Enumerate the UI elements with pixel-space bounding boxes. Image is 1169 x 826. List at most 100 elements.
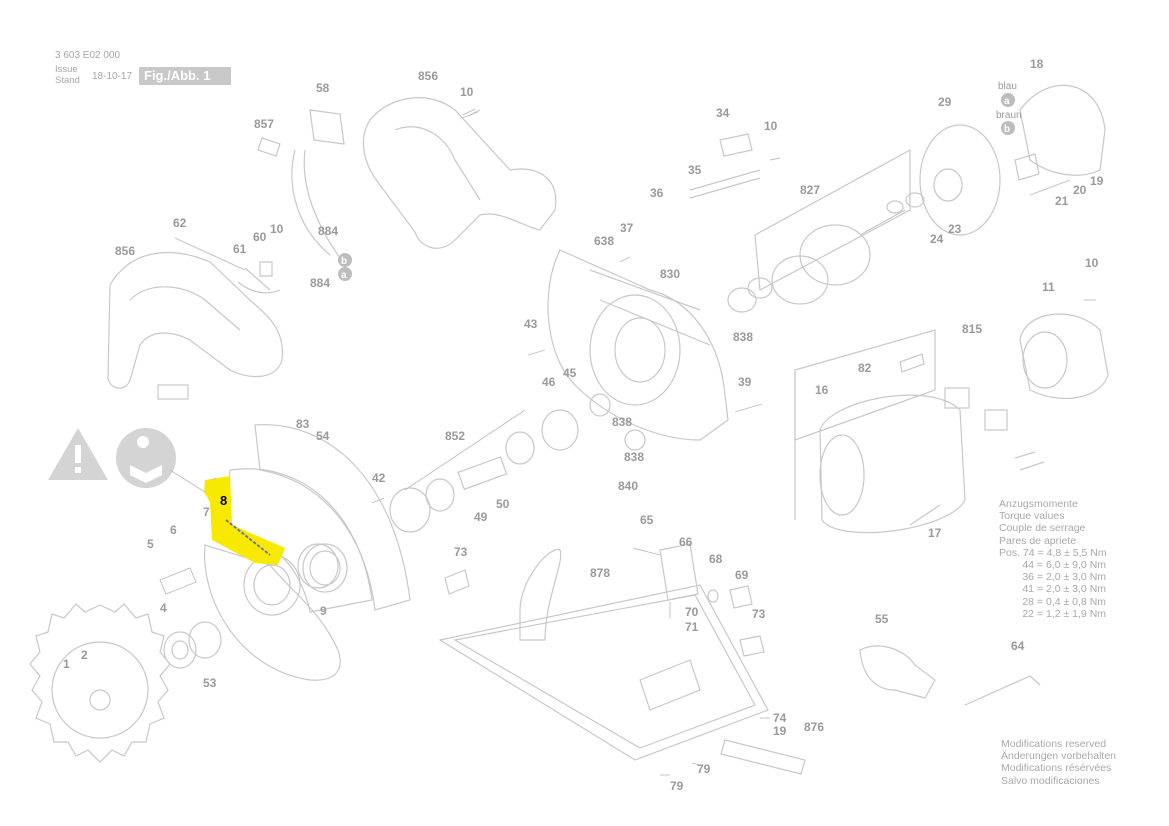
part-label: 838 (612, 415, 632, 429)
part-label: 61 (233, 242, 247, 256)
part-label: 6 (170, 523, 177, 537)
part-label: 29 (938, 95, 952, 109)
torque-row: 36 = 2,0 ± 3,0 Nm (999, 571, 1107, 584)
part-label: 857 (254, 117, 274, 131)
blade-guard (224, 424, 411, 613)
base-plate (438, 543, 806, 775)
part-label: 49 (474, 510, 488, 524)
part-label: 878 (590, 566, 610, 580)
modifications-note: Modifications reserved Änderungen vorbeh… (1001, 738, 1116, 787)
part-label: 79 (670, 779, 684, 793)
torque-row: 41 = 2,0 ± 3,0 Nm (999, 583, 1107, 596)
saw-blade (29, 603, 171, 763)
handle-assembly (107, 109, 345, 400)
highlighted-part-8: 8 (204, 476, 285, 565)
gear-housing (547, 249, 729, 441)
part-label: 4 (160, 601, 167, 615)
part-label: 10 (764, 119, 778, 133)
part-label: 53 (203, 676, 217, 690)
part-label: 36 (650, 186, 664, 200)
modifications-line: Salvo modificaciones (1001, 774, 1100, 787)
torque-title-es: Pares de apriete (999, 534, 1077, 547)
part-label: 58 (316, 81, 330, 95)
torque-title-en: Torque values (999, 510, 1065, 523)
part-label: 852 (445, 429, 465, 443)
part-label: 830 (660, 267, 680, 281)
stand-label: Stand (55, 75, 80, 86)
part-label: 69 (735, 568, 749, 582)
part-label: 19 (1090, 174, 1104, 188)
part-label: 10 (460, 85, 474, 99)
part-label: 62 (173, 216, 187, 230)
part-label: 884 (318, 224, 338, 238)
part-label: 34 (716, 106, 730, 120)
part-label: 70 (685, 605, 699, 619)
part-label: 65 (640, 513, 654, 527)
part-label: 18 (1030, 57, 1044, 71)
part-label: 43 (524, 317, 538, 331)
part-label: 46 (542, 375, 556, 389)
part-label: 60 (253, 230, 267, 244)
torque-title-fr: Couple de serrage (999, 522, 1086, 535)
part-label: 815 (962, 322, 982, 336)
wire-label-blau: blau (998, 81, 1017, 92)
part-label: 74 (773, 711, 787, 725)
part-label: 884 (310, 276, 330, 290)
part-label: 11 (1042, 280, 1055, 294)
spindle-assembly (389, 393, 646, 533)
torque-row: 22 = 1,2 ± 1,9 Nm (999, 607, 1107, 620)
part-label: 856 (418, 69, 438, 83)
modifications-line: Modifications reserved (1001, 738, 1107, 750)
part-label: 82 (858, 361, 872, 375)
part-label: 17 (928, 526, 942, 540)
part-label: 45 (563, 366, 577, 380)
part-label: 64 (1011, 639, 1025, 653)
torque-title-de: Anzugsmomente (999, 498, 1078, 510)
torque-row: Pos. 74 = 4,8 ± 5,5 Nm (999, 546, 1107, 559)
part-label: 1 (63, 657, 70, 671)
part-label: 856 (115, 244, 135, 258)
part-label: 638 (594, 234, 614, 248)
figure-label: Fig./Abb. 1 (139, 67, 231, 85)
part-label: 19 (773, 724, 787, 738)
stator-housing (794, 329, 1045, 534)
part-label: 21 (1055, 194, 1069, 208)
motor-cap (1019, 313, 1109, 400)
part-label: 71 (685, 620, 699, 634)
wire-labels: blau a braun b b a (338, 81, 1022, 281)
part-label: 79 (697, 762, 711, 776)
part-label: 73 (454, 545, 468, 559)
housing-top (362, 97, 557, 249)
part-label: 35 (688, 163, 702, 177)
part-label: 24 (930, 232, 944, 246)
issue-date: 18-10-17 (92, 71, 133, 82)
part-label: 5 (147, 537, 154, 551)
wire-label-b1: b (1004, 124, 1010, 135)
part-label: 54 (316, 429, 330, 443)
doc-number: 3 603 E02 000 (55, 50, 121, 61)
wire-label-a2: a (341, 270, 347, 281)
part-label: 10 (270, 222, 284, 236)
wire-label-b2: b (341, 256, 347, 267)
dust-port (859, 645, 936, 699)
warning-triangle-icon (48, 428, 108, 480)
part-label: 50 (496, 497, 510, 511)
highlight-region (204, 476, 285, 565)
issue-stand-label: Issue Stand (55, 64, 80, 86)
torque-row: 28 = 0,4 ± 0,8 Nm (999, 595, 1107, 608)
part-label: 39 (738, 375, 752, 389)
wire-label-a1: a (1004, 96, 1010, 107)
part-label: 66 (679, 535, 693, 549)
part-label: 73 (752, 607, 766, 621)
part-label: 9 (320, 604, 327, 618)
part-label: 37 (620, 221, 634, 235)
torque-row: 44 = 6,0 ± 9,0 Nm (999, 559, 1107, 572)
hex-key (964, 675, 1041, 706)
part-label: 876 (804, 720, 824, 734)
part-label: 55 (875, 612, 889, 626)
part-label: 7 (203, 505, 210, 519)
part-label: 16 (815, 383, 829, 397)
part-label: 2 (81, 648, 88, 662)
